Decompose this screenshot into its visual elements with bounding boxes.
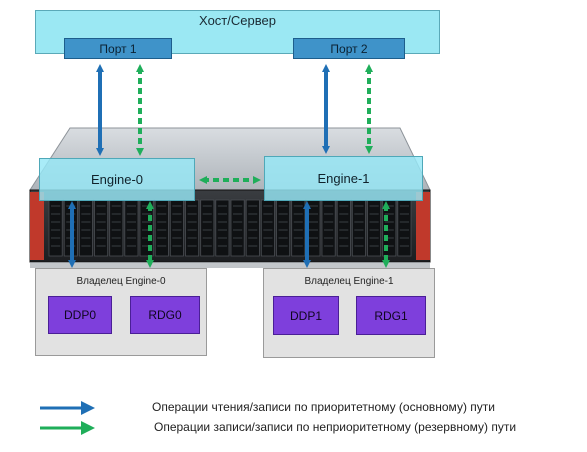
engine-0: Engine-0 — [39, 158, 195, 201]
volume-ddp0-label: DDP0 — [63, 308, 96, 322]
port-2-label: Порт 2 — [330, 41, 368, 56]
engine-1: Engine-1 — [264, 156, 423, 201]
drive-bays — [48, 199, 412, 257]
engine-1-label: Engine-1 — [317, 171, 370, 186]
legend-backup-text: Операции записи/записи по неприоритетном… — [154, 420, 517, 434]
owner-engine-1-label: Владелец Engine-1 — [304, 276, 394, 287]
volume-ddp0: DDP0 — [48, 296, 112, 334]
host-title: Хост/Сервер — [199, 13, 276, 28]
owner-engine-1-box: Владелец Engine-1 DDP1 RDG1 — [263, 268, 435, 358]
volume-rdg1-label: RDG1 — [374, 308, 408, 323]
volume-ddp1: DDP1 — [273, 296, 339, 335]
engine-0-label: Engine-0 — [90, 172, 144, 187]
volume-rdg1: RDG1 — [356, 296, 426, 335]
owner-engine-0-label: Владелец Engine-0 — [76, 276, 166, 287]
volume-ddp1-label: DDP1 — [289, 308, 322, 323]
port-1: Порт 1 — [64, 38, 172, 59]
volume-rdg0-label: RDG0 — [148, 308, 182, 322]
port-2: Порт 2 — [293, 38, 405, 59]
port-1-label: Порт 1 — [99, 41, 137, 56]
volume-rdg0: RDG0 — [130, 296, 200, 334]
owner-engine-0-box: Владелец Engine-0 DDP0 RDG0 — [35, 268, 207, 356]
legend-primary-text: Операции чтения/записи по приоритетному … — [152, 400, 495, 414]
